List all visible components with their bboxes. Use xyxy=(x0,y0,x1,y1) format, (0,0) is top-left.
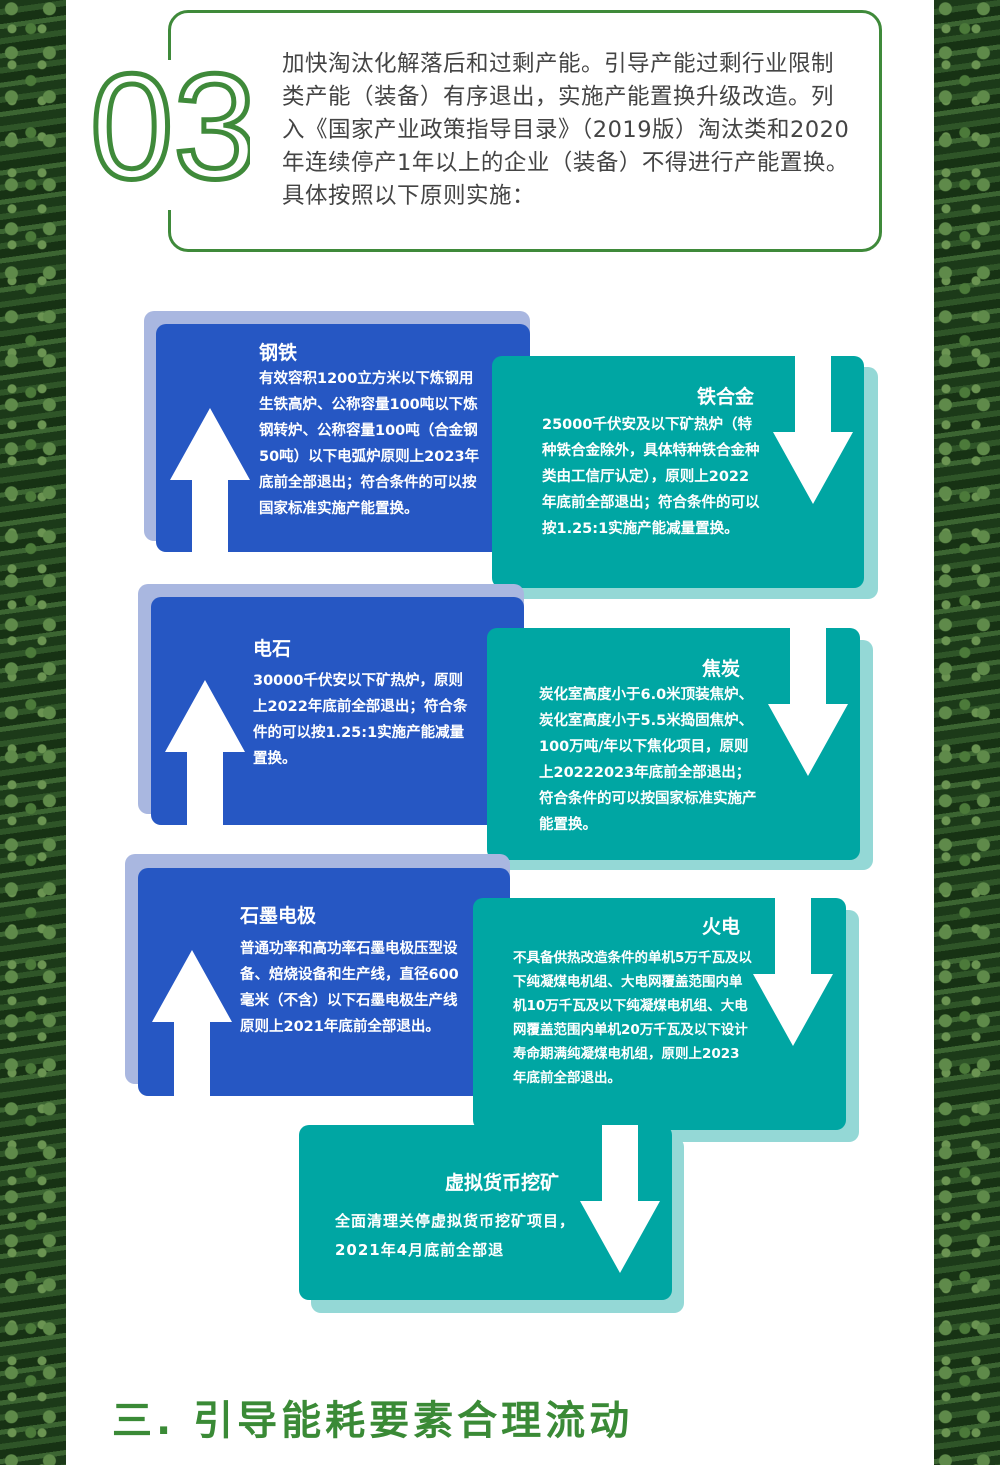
up-arrow-icon xyxy=(170,408,250,552)
card-title: 虚拟货币挖矿 xyxy=(444,1172,559,1194)
card-body: 30000千伏安以下矿热炉，原则上2022年底前全部退出；符合条件的可以按1.2… xyxy=(253,673,468,767)
card-title: 电石 xyxy=(253,638,292,660)
up-arrow-icon xyxy=(152,950,232,1096)
svg-text:03: 03 xyxy=(90,58,250,198)
card-title: 铁合金 xyxy=(696,386,754,408)
card-title: 石墨电极 xyxy=(240,905,317,927)
section-heading: 三. 引导能耗要素合理流动 xyxy=(112,1398,634,1444)
card-body: 全面清理关停虚拟货币挖矿项目，2021年4月底前全部退 xyxy=(335,1212,576,1259)
card-body: 普通功率和高功率石墨电极压型设备、焙烧设备和生产线，直径600毫米（不含）以下石… xyxy=(240,941,459,1035)
forest-background-left xyxy=(0,0,66,1465)
card-body: 不具备供热改造条件的单机5万千瓦及以下纯凝煤电机组、大电网覆盖范围内单机10万千… xyxy=(513,950,752,1086)
card-body: 25000千伏安及以下矿热炉（特种铁合金除外，具体特种铁合金种类由工信厅认定），… xyxy=(542,417,760,537)
down-arrow-icon xyxy=(753,898,833,1046)
section-number: 03 xyxy=(90,58,250,198)
card-body: 炭化室高度小于6.0米顶装焦炉、炭化室高度小于5.5米捣固焦炉、100万吨/年以… xyxy=(539,687,757,833)
intro-text: 加快淘汰化解落后和过剩产能。引导产能过剩行业限制类产能（装备）有序退出，实施产能… xyxy=(282,51,850,209)
card-title: 火电 xyxy=(701,916,740,938)
down-arrow-icon xyxy=(580,1125,660,1273)
card-title: 钢铁 xyxy=(259,342,298,364)
card-body: 有效容积1200立方米以下炼钢用生铁高炉、公称容量100吨以下炼钢转炉、公称容量… xyxy=(259,371,480,517)
card-title: 焦炭 xyxy=(701,658,740,680)
forest-background-right xyxy=(934,0,1000,1465)
up-arrow-icon xyxy=(165,680,245,825)
down-arrow-icon xyxy=(773,356,853,504)
down-arrow-icon xyxy=(768,628,848,776)
